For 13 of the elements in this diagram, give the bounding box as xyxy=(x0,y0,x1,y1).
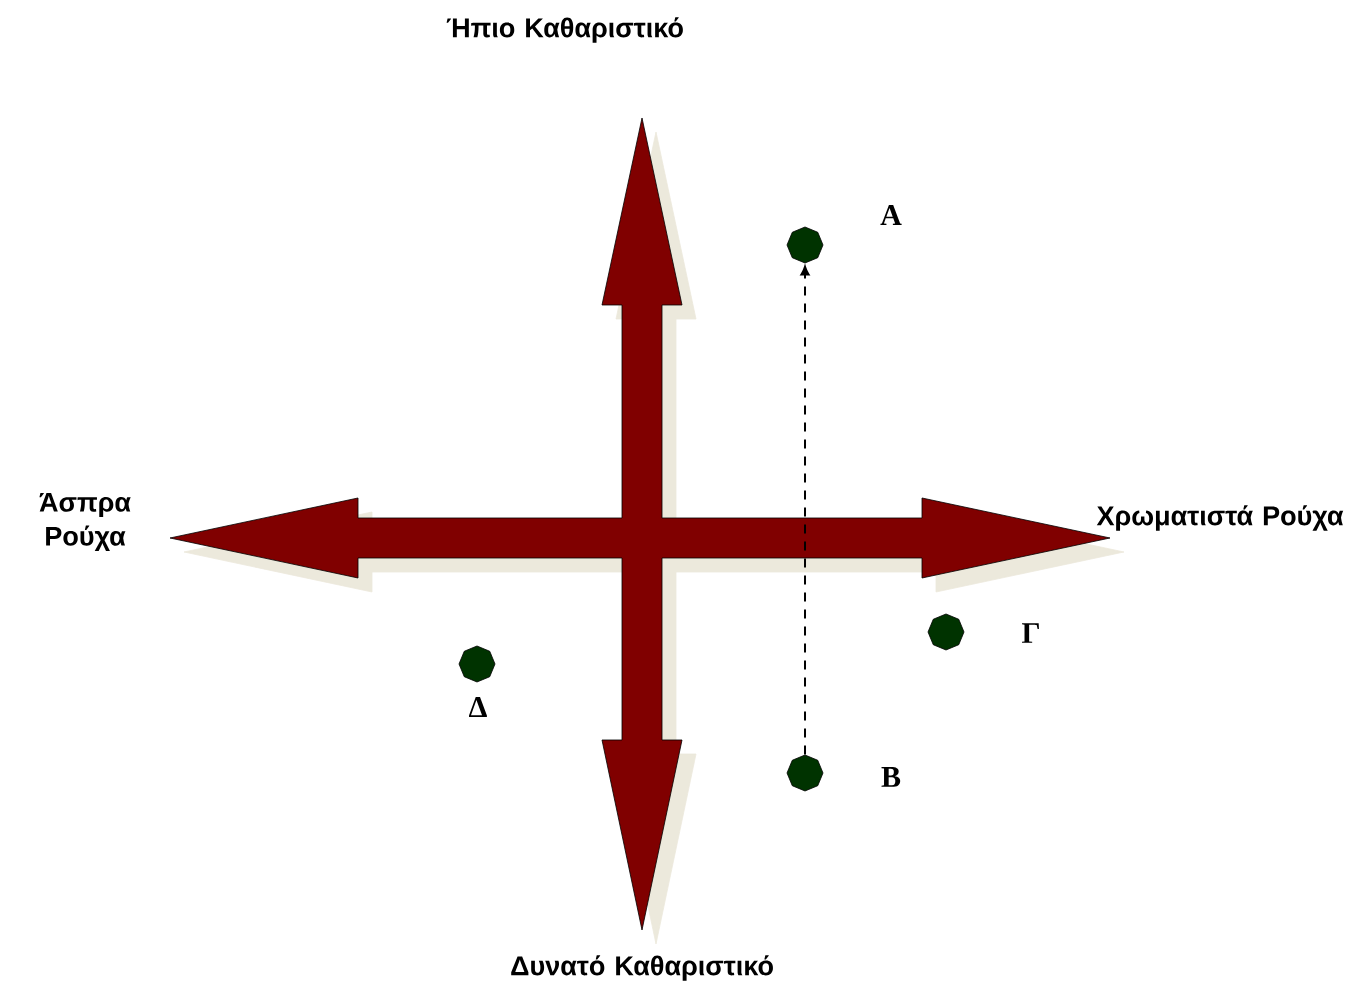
point-label: Α xyxy=(880,205,902,225)
axis-label: Ήπιο Καθαριστικό xyxy=(446,17,683,43)
data-point xyxy=(458,645,496,683)
data-point xyxy=(927,613,965,651)
dashed-arrow xyxy=(800,265,810,756)
axis-label: Χρωματιστά Ρούχα xyxy=(1096,505,1344,531)
axis-label: Άσπρα Ρούχα xyxy=(39,492,131,552)
data-point xyxy=(786,754,824,792)
point-label: Δ xyxy=(469,697,487,717)
data-point xyxy=(786,226,824,264)
axis-label: Δυνατό Καθαριστικό xyxy=(511,955,773,981)
point-label: Γ xyxy=(1022,623,1039,643)
point-label: Β xyxy=(881,767,901,787)
